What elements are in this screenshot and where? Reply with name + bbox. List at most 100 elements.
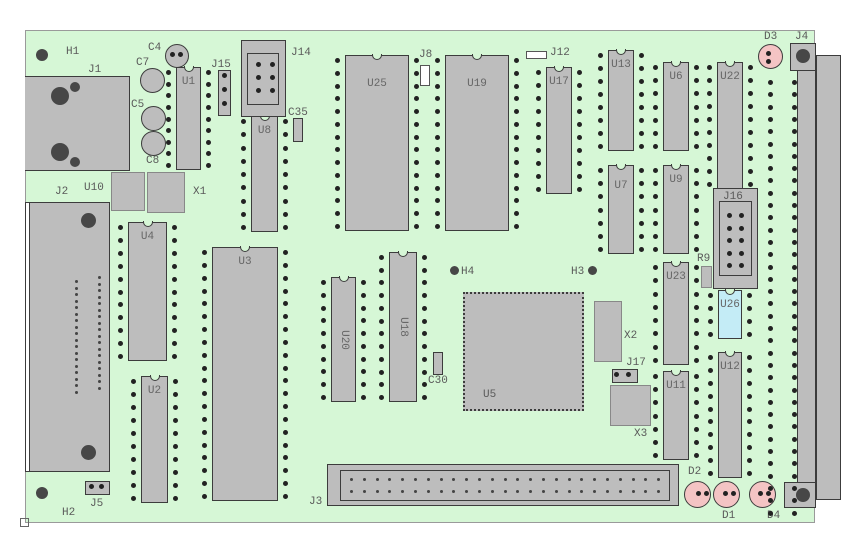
pin-pad: [768, 104, 773, 110]
pin-pad: [639, 144, 644, 149]
pin-pad: [727, 250, 732, 256]
header-j8[interactable]: [420, 65, 430, 86]
pin-pad: [694, 181, 699, 187]
chip-u18[interactable]: U18: [389, 251, 417, 402]
pin-pad: [653, 426, 658, 432]
chip-u19[interactable]: U19: [445, 54, 509, 231]
header-j15[interactable]: [218, 70, 231, 116]
pin-pad: [514, 121, 519, 127]
pin-pad: [727, 225, 732, 231]
pin-pad: [792, 449, 797, 454]
edge-connector-j4[interactable]: [797, 55, 841, 500]
chip-u23[interactable]: U23: [663, 261, 689, 365]
pin-pad: [653, 331, 658, 337]
pin-pad: [241, 185, 246, 191]
label-J8: J8: [419, 49, 433, 61]
capacitor-c30[interactable]: [433, 352, 443, 375]
label-D2: D2: [688, 466, 702, 478]
pin-pad: [747, 471, 752, 476]
pin-pad: [283, 416, 288, 422]
pin-pad: [283, 262, 288, 268]
pin-pad: [653, 439, 658, 445]
chip-u6[interactable]: U6: [663, 61, 689, 151]
pin-pad: [99, 484, 104, 489]
pin-pad: [379, 255, 384, 260]
connector-j1[interactable]: [25, 76, 130, 171]
pin-pad: [514, 160, 519, 166]
resistor-r9[interactable]: [701, 266, 712, 288]
pin-pad: [707, 117, 712, 122]
pin-pad: [131, 379, 136, 384]
crystal-x1[interactable]: [147, 172, 185, 213]
chip-u17[interactable]: U17: [546, 66, 572, 194]
pin-pad: [435, 224, 440, 229]
pin-pad: [321, 343, 326, 349]
pin-pad: [379, 293, 384, 299]
regulator-u10[interactable]: [111, 172, 145, 211]
pin-pad: [166, 104, 171, 110]
pin-pad: [598, 247, 603, 252]
pin-pad: [653, 117, 658, 123]
capacitor-c4[interactable]: [165, 44, 189, 68]
header-j12[interactable]: [526, 51, 547, 59]
capacitor-c35[interactable]: [293, 118, 303, 142]
chip-u5[interactable]: U5: [463, 292, 584, 411]
pin-pad: [350, 490, 353, 493]
pin-pad: [708, 332, 713, 337]
chip-u13[interactable]: U13: [608, 49, 634, 151]
label-U10: U10: [84, 182, 104, 194]
mount-hole-h4: [450, 266, 459, 275]
chip-u2[interactable]: U2: [141, 375, 168, 503]
label-U2: U2: [147, 385, 162, 397]
pin-pad: [361, 369, 366, 375]
pin-pad: [422, 280, 427, 286]
chip-u11[interactable]: U11: [663, 370, 689, 460]
label-U8: U8: [257, 125, 272, 137]
pin-pad: [75, 377, 78, 381]
pin-pad: [118, 263, 123, 269]
pin-pad: [98, 367, 101, 370]
pin-pad: [422, 318, 427, 324]
pin-pad: [206, 163, 211, 168]
capacitor-c5[interactable]: [141, 106, 166, 131]
pin-pad: [792, 80, 797, 85]
chip-u8[interactable]: U8: [251, 115, 278, 232]
pin-pad: [768, 239, 773, 245]
pin-pad: [708, 380, 713, 386]
chip-u12[interactable]: U12: [718, 351, 742, 478]
pin-pad: [792, 461, 797, 467]
connector-j2[interactable]: [29, 202, 110, 472]
pin-pad: [792, 473, 797, 479]
chip-u9[interactable]: U9: [663, 164, 689, 254]
crystal-x2[interactable]: [594, 301, 622, 362]
pin-pad: [768, 252, 773, 258]
pin-pad: [694, 439, 699, 445]
pin-pad: [536, 187, 541, 192]
capacitor-c8[interactable]: [141, 131, 166, 156]
chip-u7[interactable]: U7: [608, 164, 634, 254]
pin-pad: [748, 130, 753, 135]
chip-u4[interactable]: U4: [128, 221, 167, 361]
pin-pad: [768, 498, 773, 504]
chip-u20[interactable]: U20: [331, 276, 356, 402]
pin-pad: [514, 134, 519, 140]
pin-pad: [768, 203, 773, 208]
pin-pad: [748, 143, 753, 148]
pin-pad: [379, 369, 384, 375]
chip-u25[interactable]: U25: [345, 54, 409, 231]
capacitor-c7[interactable]: [140, 68, 165, 93]
chip-u3[interactable]: U3: [212, 246, 278, 501]
crystal-x3[interactable]: [610, 385, 651, 426]
chip-u1[interactable]: U1: [176, 66, 201, 170]
pin-pad: [98, 321, 101, 325]
led-d4[interactable]: [749, 481, 776, 508]
pin-pad: [653, 278, 658, 284]
pin-pad: [375, 490, 379, 493]
pin-pad: [639, 53, 644, 58]
mount-hole-h2: [36, 487, 48, 499]
led-d3[interactable]: [758, 44, 783, 69]
pin-pad: [241, 158, 246, 164]
chip-u26[interactable]: U26: [718, 289, 742, 339]
chip-u22[interactable]: U22: [717, 61, 743, 189]
pin-pad: [768, 178, 773, 184]
